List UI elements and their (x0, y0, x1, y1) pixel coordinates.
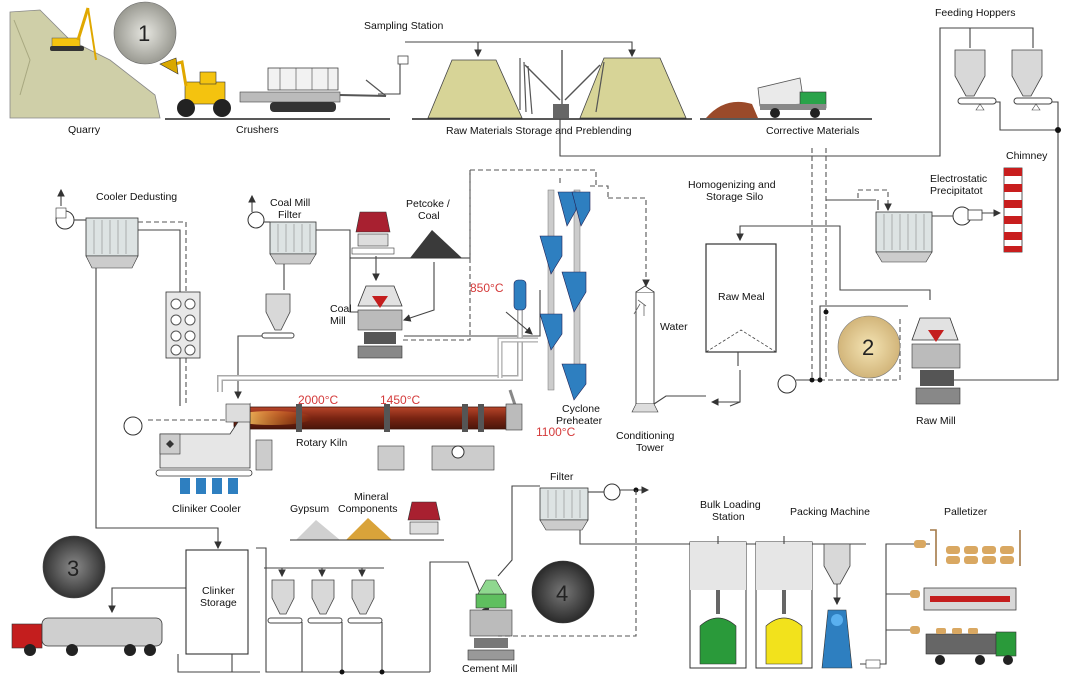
sample-marker-1-label: 1 (138, 21, 150, 46)
heat-exchanger (165, 291, 201, 359)
wheel-loader-icon (159, 57, 231, 117)
label-cyclone-2: Preheater (556, 415, 603, 427)
chimney (1003, 167, 1023, 253)
label-coal-mill-1: Coal (330, 303, 352, 315)
label-quarry: Quarry (68, 124, 101, 136)
clinker-cooler (155, 402, 253, 494)
label-crushers: Crushers (236, 124, 279, 136)
label-bulk-loading-1: Bulk Loading (700, 499, 761, 511)
homogenizing-silo (705, 243, 777, 366)
bulk-loading-station (689, 541, 813, 669)
sample-marker-2-label: 2 (862, 335, 874, 360)
pallet-icon (946, 546, 1014, 564)
electrostatic-precipitator (875, 211, 933, 263)
hopper (261, 293, 295, 339)
coal-feed-hopper (351, 211, 395, 255)
cement-hoppers (267, 579, 383, 624)
label-electrostatic-2: Precipitatot (930, 185, 983, 197)
sample-marker-1: 1 (113, 1, 177, 65)
cyclone-preheater (508, 189, 591, 421)
label-coal-mill-filter-1: Coal Mill (270, 197, 310, 209)
dump-truck-icon (757, 77, 827, 118)
label-coal-mill-filter-2: Filter (278, 209, 302, 221)
raw-materials-storage (427, 50, 687, 119)
fan-icon (247, 211, 265, 229)
fan-icon (777, 374, 797, 394)
label-mineral-2: Components (338, 503, 398, 515)
label-cooler-dedusting: Cooler Dedusting (96, 191, 177, 203)
feeding-hoppers (954, 49, 1053, 111)
fan-icon (123, 416, 143, 436)
coal-mill-filter (269, 221, 317, 265)
fan-icon (55, 207, 75, 230)
mineral-feed-hopper (407, 501, 441, 535)
tanker-truck-icon (11, 617, 163, 656)
fan-icon (603, 483, 621, 501)
corrective-materials (706, 77, 827, 118)
label-corrective-materials: Corrective Materials (766, 125, 859, 137)
temp-1100: 1100°C (536, 425, 576, 439)
label-raw-meal: Raw Meal (718, 291, 765, 303)
sample-marker-4: 4 (531, 560, 595, 624)
label-raw-materials-storage: Raw Materials Storage and Preblending (446, 125, 632, 137)
label-sampling-station: Sampling Station (364, 20, 444, 32)
label-electrostatic-1: Electrostatic (930, 173, 987, 185)
fan-icon (952, 206, 983, 226)
label-filter: Filter (550, 471, 574, 483)
sample-marker-2: 2 (837, 315, 901, 379)
crusher-icon (239, 67, 387, 112)
label-homogenizing-2: Storage Silo (706, 191, 763, 203)
packing-machine (821, 543, 853, 669)
sample-marker-3: 3 (42, 535, 106, 599)
rotary-kiln (232, 403, 523, 471)
cooler-dedusting-filter (85, 217, 139, 269)
label-raw-mill: Raw Mill (916, 415, 956, 427)
label-packing-machine: Packing Machine (790, 506, 870, 518)
label-water: Water (660, 321, 688, 333)
label-cement-mill: Cement Mill (462, 663, 517, 675)
label-mineral-1: Mineral (354, 491, 388, 503)
label-feeding-hoppers: Feeding Hoppers (935, 7, 1016, 19)
sample-marker-4-label: 4 (556, 581, 568, 606)
label-conditioning-1: Conditioning (616, 430, 675, 442)
excavator-icon (50, 7, 97, 61)
cement-filter (539, 487, 589, 531)
temp-850: 850°C (470, 281, 504, 295)
label-clinker-cooler: Cliniker Cooler (172, 503, 241, 515)
label-rotary-kiln: Rotary Kiln (296, 437, 348, 449)
label-cyclone-1: Cyclone (562, 403, 600, 415)
label-chimney: Chimney (1006, 150, 1048, 162)
quarry (9, 7, 161, 119)
label-coal-mill-2: Mill (330, 315, 346, 327)
label-petcoke-2: Coal (418, 210, 440, 222)
label-bulk-loading-2: Station (712, 511, 745, 523)
palletizer (923, 529, 1021, 665)
label-clinker-storage-2: Storage (200, 597, 237, 609)
raw-mill (911, 317, 961, 405)
sample-marker-3-label: 3 (67, 556, 79, 581)
temp-1450: 1450°C (380, 393, 420, 407)
coal-mill (357, 285, 403, 359)
label-clinker-storage-1: Clinker (202, 585, 235, 597)
label-homogenizing-1: Homogenizing and (688, 179, 776, 191)
cement-mill (467, 579, 515, 661)
label-petcoke-1: Petcoke / (406, 198, 450, 210)
label-conditioning-2: Tower (636, 442, 665, 454)
clinker-storage (185, 549, 249, 655)
label-palletizer: Palletizer (944, 506, 988, 518)
conditioning-tower (631, 285, 659, 413)
label-gypsum: Gypsum (290, 503, 329, 515)
temp-2000: 2000°C (298, 393, 338, 407)
